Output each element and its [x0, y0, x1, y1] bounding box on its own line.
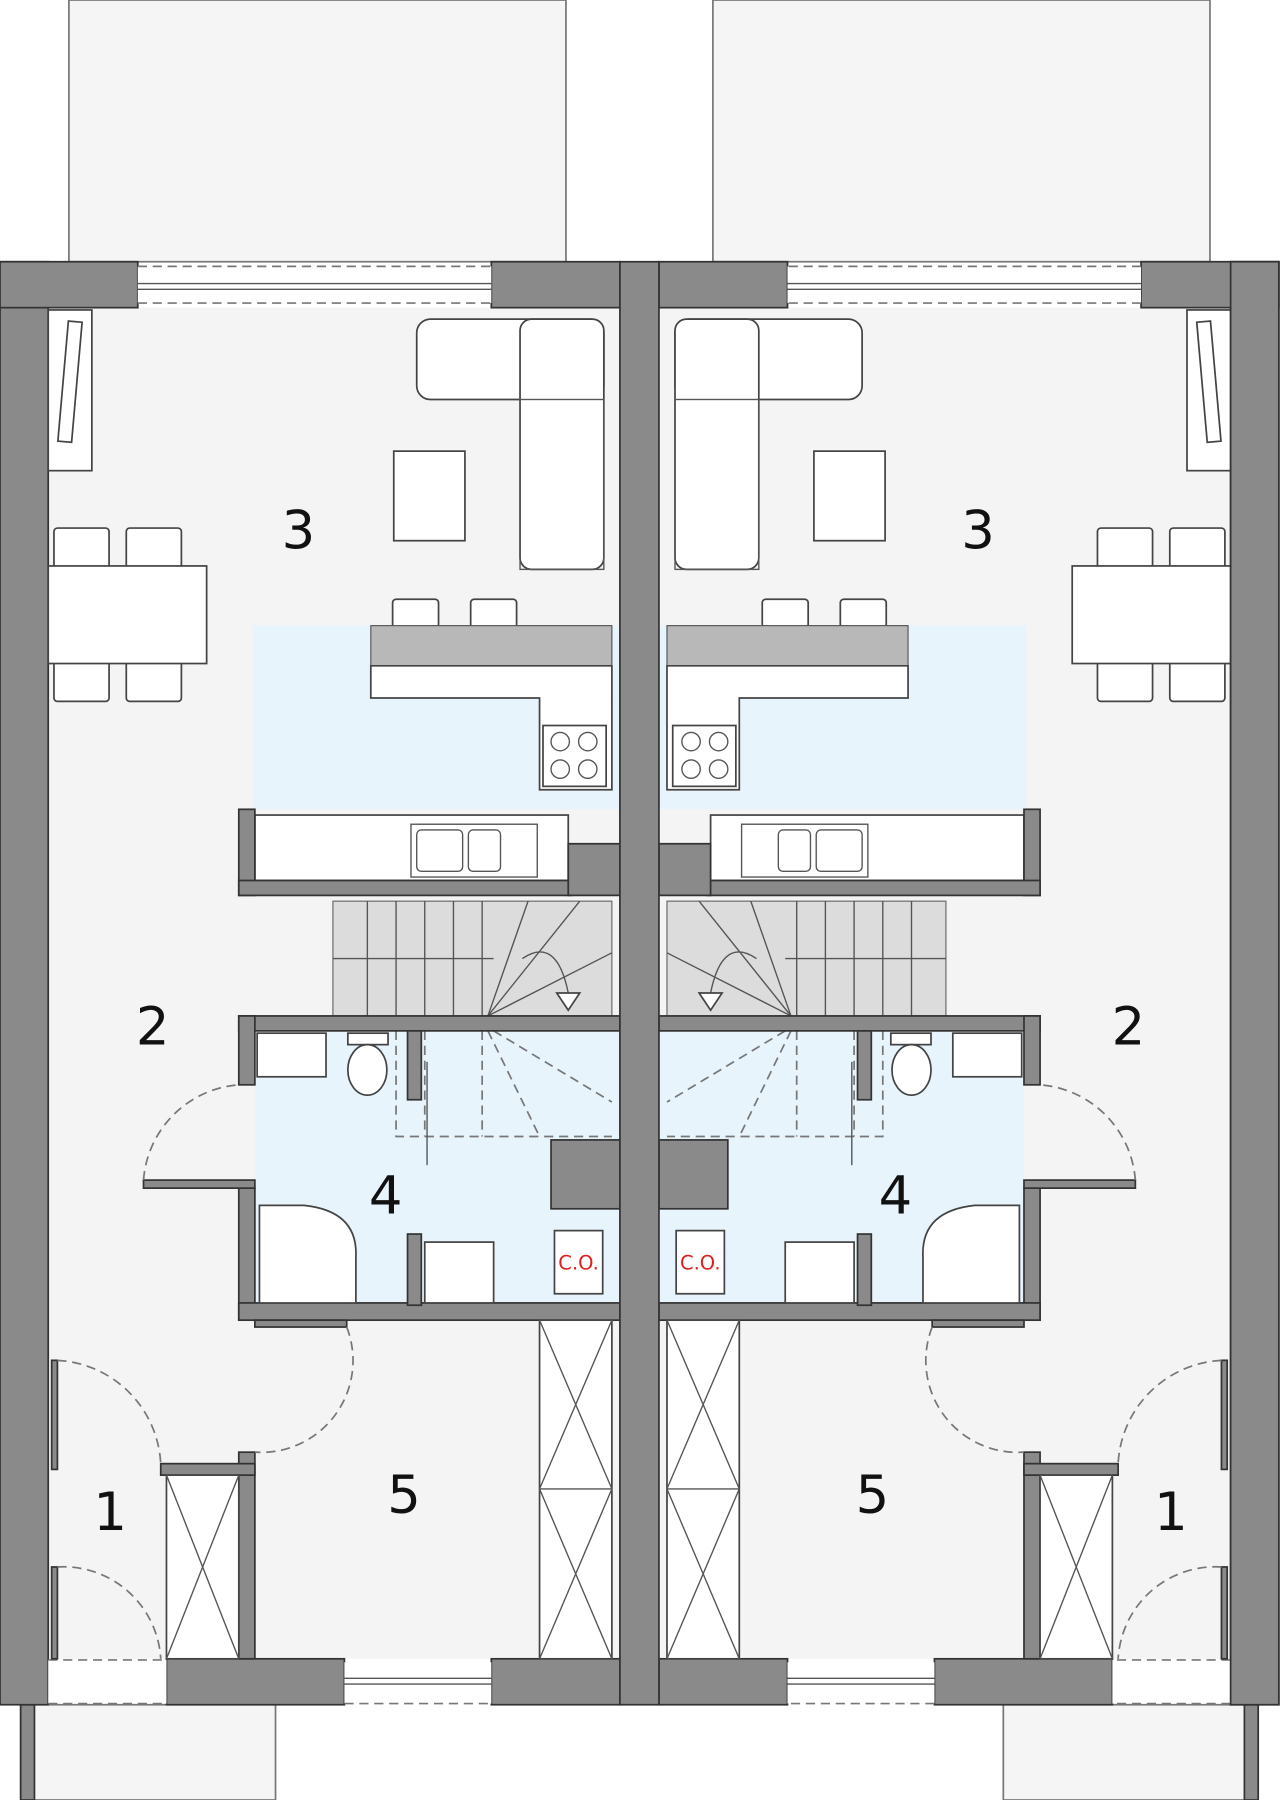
room-label-1: 1 [93, 1482, 127, 1543]
room-label-4: 4 [369, 1165, 403, 1226]
room-label-1: 1 [1154, 1482, 1188, 1543]
room-label-5: 5 [856, 1465, 890, 1526]
room-label-4: 4 [879, 1165, 913, 1226]
party-wall [619, 260, 660, 1706]
room-label-2: 2 [136, 997, 170, 1058]
room-label-3: 3 [961, 501, 995, 562]
room-label-3: 3 [282, 501, 316, 562]
boiler-label: C.O. [680, 1252, 721, 1275]
boiler-label: C.O. [558, 1252, 599, 1275]
room-label-2: 2 [1112, 997, 1146, 1058]
room-label-5: 5 [387, 1465, 421, 1526]
